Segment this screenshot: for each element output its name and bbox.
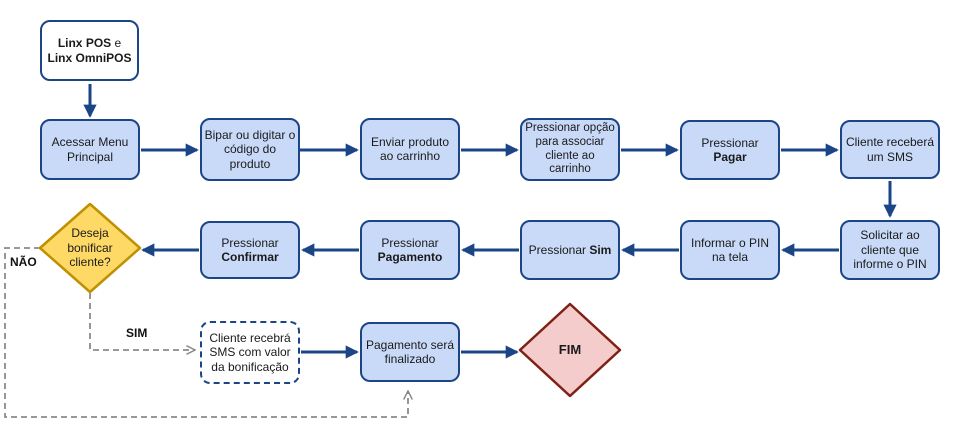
- node-label: Cliente recebrá SMS com valor da bonific…: [209, 330, 291, 374]
- arrow-sim-branch: [89, 293, 194, 350]
- node-label: Solicitar ao cliente que informe o PIN: [853, 228, 927, 272]
- start-label: Linx POS e Linx OmniPOS: [47, 36, 132, 65]
- edge-label-sim: SIM: [126, 326, 148, 340]
- node-label: Enviar produto ao carrinho: [370, 134, 450, 163]
- node-enviar-carrinho: Enviar produto ao carrinho: [360, 118, 460, 180]
- node-label: Cliente receberá um SMS: [845, 135, 935, 164]
- edge-label-nao: NÃO: [10, 255, 37, 269]
- node-label: Deseja bonificar cliente?: [67, 226, 113, 270]
- node-acessar-menu: Acessar Menu Principal: [40, 119, 140, 180]
- node-label: Pagamento será finalizado: [365, 337, 455, 366]
- node-bipar-codigo: Bipar ou digitar o código do produto: [200, 118, 300, 181]
- node-pressionar-sim: Pressionar Sim: [520, 220, 620, 280]
- node-solicitar-pin: Solicitar ao cliente que informe o PIN: [840, 220, 940, 280]
- node-cliente-recebera-sms: Cliente receberá um SMS: [840, 120, 940, 179]
- node-associar-cliente: Pressionar opção para associar cliente a…: [520, 118, 620, 181]
- decision-label-bonificar: Deseja bonificar cliente?: [48, 208, 132, 288]
- node-pagamento-finalizado: Pagamento será finalizado: [360, 322, 460, 382]
- node-label: FIM: [558, 342, 582, 358]
- node-sms-bonificacao: Cliente recebrá SMS com valor da bonific…: [200, 321, 300, 384]
- end-label-fim: FIM: [520, 304, 620, 396]
- node-label: Pressionar Pagamento: [377, 235, 443, 264]
- node-informar-pin: Informar o PIN na tela: [680, 220, 780, 280]
- arrow-nao-branch: [4, 247, 408, 418]
- node-pressionar-pagamento: Pressionar Pagamento: [360, 220, 460, 280]
- node-label: Informar o PIN na tela: [690, 235, 770, 264]
- node-label: Acessar Menu Principal: [51, 135, 129, 164]
- decision-diamond-bonificar: [38, 202, 142, 294]
- node-label: Pressionar Sim: [528, 242, 612, 257]
- node-label: Pressionar opção para associar cliente a…: [525, 121, 615, 176]
- node-pressionar-pagar: Pressionar Pagar: [680, 120, 780, 180]
- node-pressionar-confirmar: Pressionar Confirmar: [200, 221, 300, 279]
- end-diamond-fim: [518, 302, 622, 398]
- node-label: Bipar ou digitar o código do produto: [204, 127, 296, 171]
- node-start-linx-pos: Linx POS e Linx OmniPOS: [40, 20, 139, 81]
- node-label: Pressionar Pagar: [701, 135, 759, 164]
- node-label: Pressionar Confirmar: [221, 235, 279, 264]
